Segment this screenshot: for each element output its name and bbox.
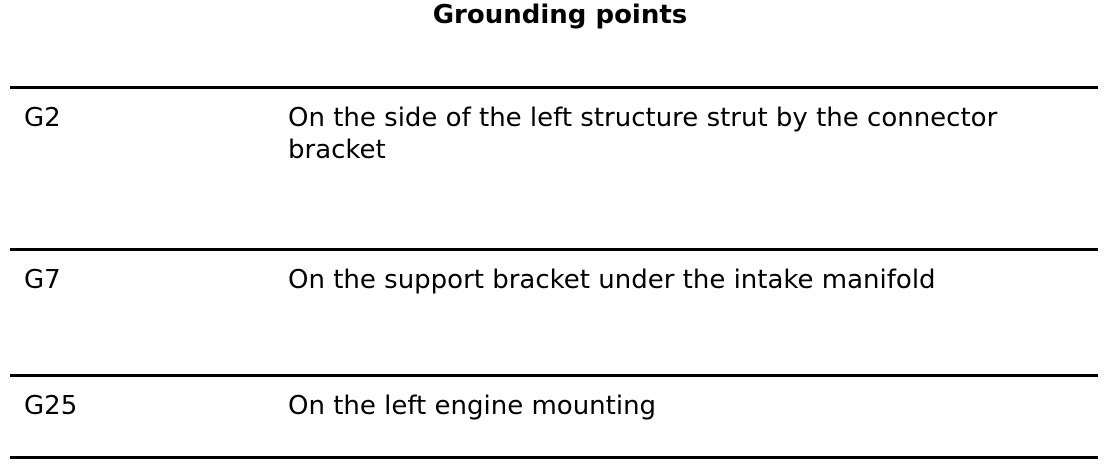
ground-location: On the side of the left structure strut … (288, 103, 998, 165)
ground-location: On the left engine mounting (288, 391, 657, 421)
ground-location: On the support bracket under the intake … (288, 265, 936, 295)
ground-code: G25 (24, 391, 78, 421)
table-row: G25 On the left engine mounting (10, 374, 1098, 459)
grounding-points-table: G2 On the side of the left structure str… (10, 86, 1098, 459)
table-row: G7 On the support bracket under the inta… (10, 248, 1098, 374)
ground-code: G2 (24, 103, 61, 133)
table-row: G2 On the side of the left structure str… (10, 86, 1098, 248)
page-title: Grounding points (432, 0, 688, 30)
ground-code: G7 (24, 265, 61, 295)
